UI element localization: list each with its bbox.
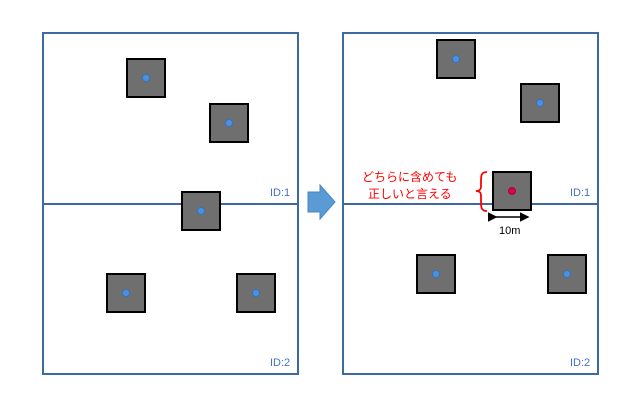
object-marker xyxy=(106,273,146,313)
left-region-label-top: ID:1 xyxy=(270,187,290,199)
right-region-label-top: ID:1 xyxy=(570,187,590,199)
object-marker xyxy=(209,103,249,143)
annotation-line-2: 正しいと言える xyxy=(368,187,452,201)
left-curly-brace-icon xyxy=(475,171,488,212)
object-marker xyxy=(236,273,276,313)
left-region-label-bottom: ID:2 xyxy=(270,357,290,369)
object-marker xyxy=(436,39,476,79)
right-arrow-icon xyxy=(307,183,336,221)
annotation-line-1: どちらに含めても xyxy=(362,169,457,184)
object-marker xyxy=(520,83,560,123)
right-panel: ID:1 ID:2 どちらに含めても 正しいと言える 10m xyxy=(342,32,599,375)
left-panel: ID:1 ID:2 xyxy=(42,32,299,375)
object-marker xyxy=(416,254,456,294)
object-marker-on-boundary xyxy=(181,191,221,231)
object-marker-highlighted xyxy=(492,171,532,211)
scale-label: 10m xyxy=(499,225,520,237)
object-marker xyxy=(126,58,166,98)
right-region-label-bottom: ID:2 xyxy=(570,357,590,369)
object-marker xyxy=(547,254,587,294)
